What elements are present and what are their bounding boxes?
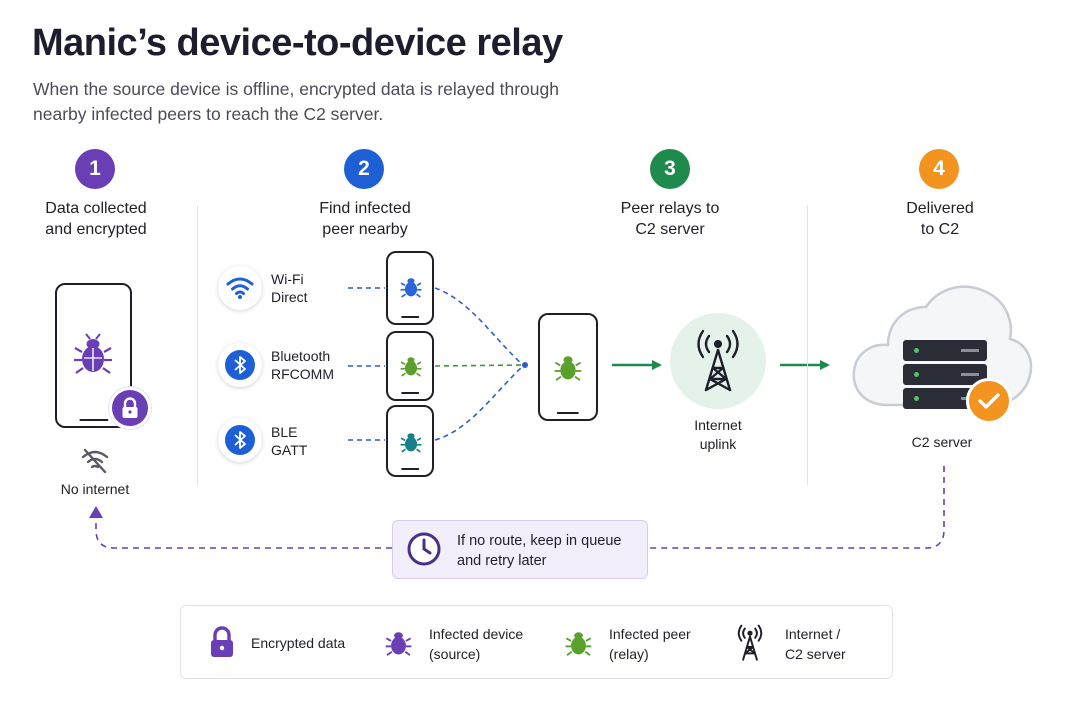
retry-loop-left [95, 518, 392, 549]
legend-label-line: Internet / [785, 626, 841, 642]
legend-label-line: (source) [429, 646, 481, 662]
step-1-number: 1 [75, 149, 115, 189]
legend-panel [180, 605, 893, 679]
converge-bot [434, 365, 524, 441]
phone-home-bar [401, 315, 419, 318]
server-led [914, 372, 919, 377]
phone-home-bar [401, 467, 419, 470]
retry-queue-line: If no route, keep in queue [457, 533, 622, 549]
legend-label-line: C2 server [785, 646, 846, 662]
server-led [914, 348, 919, 353]
uplink-circle [670, 313, 766, 409]
channel-label-line: Bluetooth [271, 348, 331, 364]
bug-icon [400, 278, 422, 298]
bluetooth-icon [225, 425, 255, 455]
server-slot [961, 373, 979, 376]
step-3-label-line: C2 server [635, 221, 705, 238]
step-4-number: 4 [919, 149, 959, 189]
channel-label-line: Wi-Fi [271, 271, 304, 287]
legend-label-line: Infected device [429, 626, 524, 642]
channel-label-line: BLE [271, 424, 298, 440]
no-wifi-icon [81, 448, 109, 474]
step-2-label-line: Find infected [319, 200, 411, 217]
bug-icon [385, 632, 412, 656]
uplink-label-line: Internet [694, 417, 742, 433]
step-4-label-line: to C2 [920, 221, 960, 238]
column-divider [807, 205, 808, 485]
lock-icon [122, 397, 138, 418]
c2-server-label: C2 server [911, 434, 973, 450]
lock-icon [211, 626, 233, 657]
clock-icon [407, 532, 441, 566]
page-title: Manic’s device-to-device relay [32, 22, 563, 64]
server-rack [903, 340, 987, 410]
legend-label-c2: Internet / C2 server [785, 624, 846, 664]
step-2-label: Find infected peer nearby [275, 198, 455, 240]
phone-home-bar [556, 411, 580, 414]
step-1-label-line: and encrypted [45, 221, 147, 238]
server-slot [961, 349, 979, 352]
uplink-label: Internet uplink [658, 416, 778, 454]
page-subtitle: When the source device is offline, encry… [33, 79, 559, 124]
retry-loop-right [648, 466, 945, 549]
wifi-direct-badge [218, 266, 262, 310]
step-4-label-line: Delivered [906, 200, 974, 217]
tower-icon [697, 329, 739, 392]
phone-home-bar [401, 391, 419, 394]
phone-home-bar [78, 418, 109, 421]
no-internet-label: No internet [60, 481, 130, 497]
retry-queue-line: and retry later [457, 553, 547, 569]
server-unit [903, 340, 987, 361]
bluetooth-icon [225, 350, 255, 380]
legend-label-line: Infected peer [609, 626, 691, 642]
bug-icon [565, 632, 592, 656]
legend-label-relay: Infected peer (relay) [609, 624, 691, 664]
step-1-label-line: Data collected [45, 200, 147, 217]
bug-icon [400, 433, 422, 453]
legend-label-encrypted: Encrypted data [251, 635, 346, 651]
peer-phone-bluetooth [386, 331, 434, 401]
channel-label-bluetooth: Bluetooth RFCOMM [271, 347, 334, 383]
step-4-label: Delivered to C2 [850, 198, 1030, 240]
server-led [914, 396, 919, 401]
channel-label-line: GATT [271, 442, 308, 458]
column-divider [197, 205, 198, 485]
converge-dot [522, 362, 528, 368]
bug-icon [400, 357, 422, 377]
step-2-label-line: peer nearby [322, 221, 408, 238]
step-3-number: 3 [650, 149, 690, 189]
legend-label-line: (relay) [609, 646, 649, 662]
retry-arrowhead [89, 506, 103, 518]
bug-icon [74, 333, 112, 374]
step-1-label: Data collected and encrypted [6, 198, 186, 240]
peer-phone-ble [386, 405, 434, 477]
converge-top [434, 287, 524, 366]
channel-label-wifi: Wi-Fi Direct [271, 270, 308, 306]
retry-queue-text: If no route, keep in queue and retry lat… [457, 531, 642, 571]
delivered-check-badge [966, 378, 1012, 424]
peer-phone-wifi [386, 251, 434, 325]
step-3-label: Peer relays to C2 server [580, 198, 760, 240]
bluetooth-rfcomm-badge [218, 343, 262, 387]
ble-gatt-badge [218, 418, 262, 462]
bug-icon [554, 356, 582, 381]
channel-label-line: RFCOMM [271, 366, 334, 382]
step-3-label-line: Peer relays to [620, 200, 720, 217]
lock-badge [109, 387, 151, 429]
legend-label-source: Infected device (source) [429, 624, 523, 664]
channel-label-ble: BLE GATT [271, 423, 307, 459]
tower-icon [737, 624, 763, 661]
wifi-icon [226, 277, 254, 299]
converge-mid [434, 364, 524, 367]
checkmark-icon [978, 393, 1000, 409]
channel-label-line: Direct [271, 289, 308, 305]
relay-peer-phone [538, 313, 598, 421]
step-2-number: 2 [344, 149, 384, 189]
uplink-label-line: uplink [699, 436, 737, 452]
server-unit [903, 364, 987, 385]
